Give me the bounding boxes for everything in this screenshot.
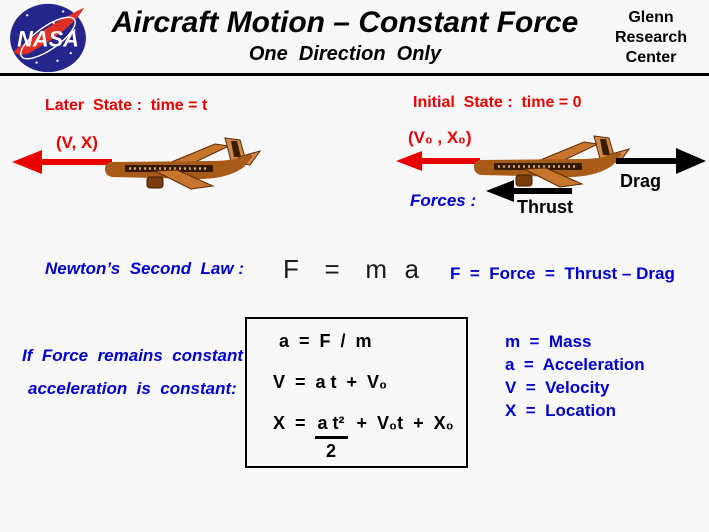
org-name: Glenn Research Center xyxy=(599,8,703,68)
thrust-label: Thrust xyxy=(517,197,573,217)
later-state-vector-label: (V, X) xyxy=(56,133,98,152)
symbol-definitions: m = Mass a = Acceleration V = Velocity X… xyxy=(505,330,645,422)
page-title: Aircraft Motion – Constant Force xyxy=(111,6,579,39)
acceleration-equation: a = F / m xyxy=(279,331,372,351)
org-line-2: Research xyxy=(614,29,688,46)
header-divider xyxy=(0,73,709,76)
definition-velocity: V = Velocity xyxy=(505,378,610,397)
nasa-logo-icon: NASA xyxy=(10,3,86,73)
thrust-arrow-icon xyxy=(486,180,572,202)
page-subtitle: One Direction Only xyxy=(248,43,442,65)
constant-force-line1: If Force remains constant xyxy=(22,346,244,365)
drag-arrow-icon xyxy=(616,148,706,174)
constant-force-line2: acceleration is constant: xyxy=(28,379,237,398)
later-state-heading: Later State : time = t xyxy=(45,97,208,114)
forces-label: Forces : xyxy=(410,191,477,210)
location-equation-prefix: X = xyxy=(273,413,306,433)
org-line-1: Glenn xyxy=(628,9,674,26)
org-line-3: Center xyxy=(625,49,677,66)
location-equation: X = a t² 2 + V₀t + X₀ xyxy=(273,413,454,462)
velocity-arrow-left-icon xyxy=(12,150,112,174)
definition-acceleration: a = Acceleration xyxy=(505,355,645,374)
equations-box: a = F / m V = a t + V₀ X = a t² 2 + V₀t … xyxy=(245,317,468,468)
location-equation-fraction: a t² 2 xyxy=(314,413,348,462)
nasa-logo-text: NASA xyxy=(17,27,79,52)
newton-equation: F = m a xyxy=(283,254,420,284)
initial-state-heading: Initial State : time = 0 xyxy=(413,94,582,111)
location-equation-suffix: + V₀t + X₀ xyxy=(356,413,454,433)
velocity-equation: V = a t + V₀ xyxy=(273,372,388,392)
initial-state-vector-label: (V₀ , X₀) xyxy=(408,128,472,147)
aircraft-later-illustration xyxy=(105,137,261,190)
definition-mass: m = Mass xyxy=(505,332,592,351)
header-title-block: Aircraft Motion – Constant Force One Dir… xyxy=(95,6,595,66)
drag-label: Drag xyxy=(620,171,662,191)
force-definition-equation: F = Force = Thrust – Drag xyxy=(450,264,675,283)
velocity-arrow-right-plane-icon xyxy=(396,151,480,171)
newtons-law-label: Newton’s Second Law : xyxy=(45,259,244,278)
location-equation-denominator: 2 xyxy=(326,441,337,461)
location-equation-numerator: a t² xyxy=(314,413,348,439)
aircraft-initial-illustration xyxy=(474,135,630,188)
definition-location: X = Location xyxy=(505,401,616,420)
